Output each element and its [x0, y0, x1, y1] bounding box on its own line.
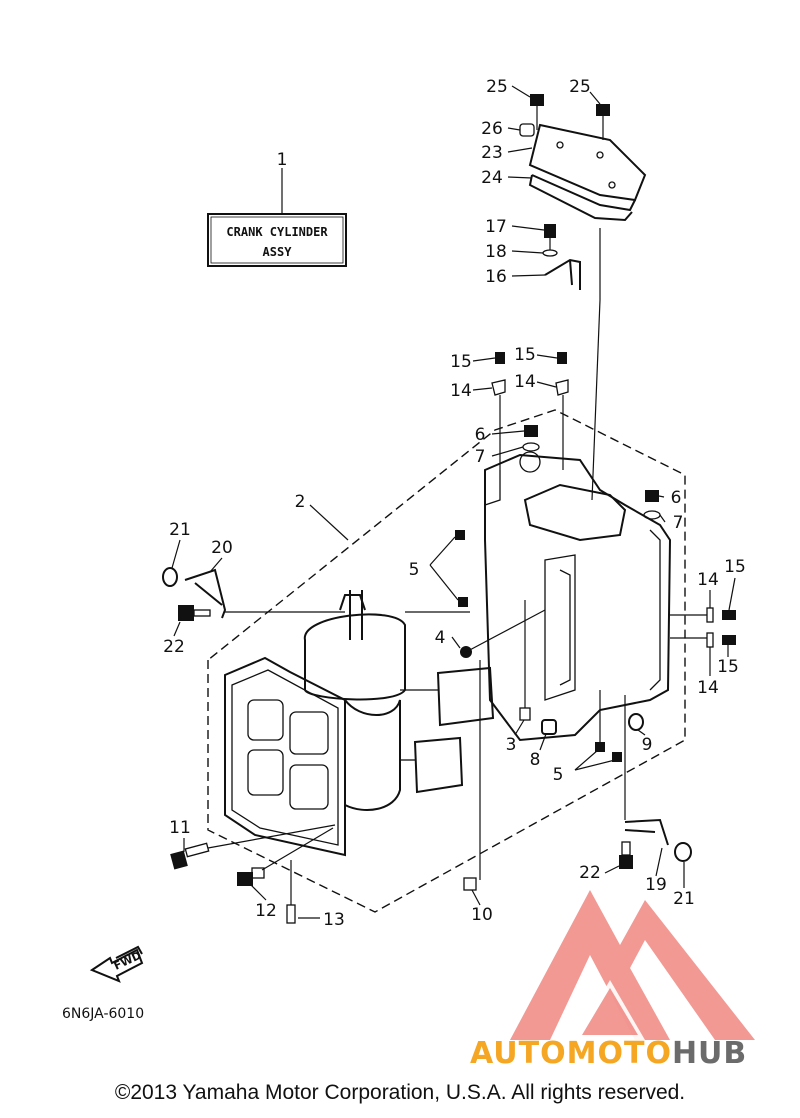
- callout-4: 4: [435, 628, 446, 648]
- callout-20: 20: [211, 538, 233, 558]
- plug-8: [541, 719, 557, 735]
- bracket-14-c: [706, 607, 714, 623]
- callout-26: 26: [481, 119, 503, 139]
- cap-21-left: [162, 567, 178, 587]
- callout-21a: 21: [169, 520, 191, 540]
- plug-6-b: [645, 490, 659, 502]
- callout-3: 3: [506, 735, 517, 755]
- callout-5b: 5: [553, 765, 564, 785]
- callout-10: 10: [471, 905, 493, 925]
- bolt-17: [544, 224, 556, 238]
- assembly-label-box: CRANK CYLINDER ASSY: [207, 168, 347, 267]
- label-box-line1: CRANK CYLINDER: [226, 225, 328, 239]
- washer-7-b: [643, 510, 661, 520]
- callout-16: 16: [485, 267, 507, 287]
- leader-lines: [171, 85, 736, 906]
- callout-numbers: 1 2 3 4 5 5 6 6 7 7 8 9 10 11 12 13 14 1…: [163, 77, 746, 930]
- plug-10: [463, 877, 477, 891]
- callout-7b: 7: [673, 513, 684, 533]
- callout-11: 11: [169, 818, 191, 838]
- fitting-5-a: [455, 530, 465, 540]
- callout-23: 23: [481, 143, 503, 163]
- bolt-11: [170, 842, 210, 870]
- plug-6-a: [524, 425, 538, 437]
- callout-2: 2: [295, 492, 306, 512]
- callout-18: 18: [485, 242, 507, 262]
- bolt-25-left: [530, 94, 544, 130]
- callout-22a: 22: [163, 637, 185, 657]
- cylinder-block: [224, 590, 495, 857]
- callout-8: 8: [530, 750, 541, 770]
- pin-13: [286, 904, 296, 924]
- callout-14b: 14: [514, 372, 536, 392]
- bolt-15-a: [495, 352, 505, 364]
- callout-25b: 25: [569, 77, 591, 97]
- fwd-arrow-icon: FWD: [89, 945, 143, 983]
- callout-15b: 15: [514, 345, 536, 365]
- callout-15a: 15: [450, 352, 472, 372]
- callout-21b: 21: [673, 889, 695, 909]
- bolt-15-b: [557, 352, 567, 364]
- diagram-code: 6N6JA-6010: [62, 1006, 144, 1022]
- callout-22b: 22: [579, 863, 601, 883]
- grommet-26: [519, 123, 535, 137]
- bracket-14-d: [706, 632, 714, 648]
- washer-7-a: [522, 442, 540, 452]
- callout-15c: 15: [724, 557, 746, 577]
- callout-14a: 14: [450, 381, 472, 401]
- callout-14d: 14: [697, 678, 719, 698]
- callout-19: 19: [645, 875, 667, 895]
- callout-24: 24: [481, 168, 503, 188]
- callout-15d: 15: [717, 657, 739, 677]
- fitting-5-c: [595, 742, 605, 752]
- fitting-5-d: [612, 752, 622, 762]
- cap-21-right: [674, 842, 692, 862]
- fitting-5-b: [458, 597, 468, 607]
- bolt-22-right: [619, 841, 633, 869]
- callout-1: 1: [277, 150, 288, 170]
- label-box-line2: ASSY: [263, 245, 293, 259]
- watermark-text-part2: HUB: [671, 1036, 748, 1071]
- plug-9: [628, 713, 644, 731]
- bracket-14-a: [491, 379, 506, 396]
- pipe-19: [624, 818, 669, 846]
- callout-25a: 25: [486, 77, 508, 97]
- pin-3: [519, 707, 531, 721]
- bracket-14-b: [555, 379, 569, 396]
- callout-6a: 6: [475, 425, 486, 445]
- pipe-20: [184, 568, 227, 619]
- callout-6b: 6: [671, 488, 682, 508]
- callout-7a: 7: [475, 447, 486, 467]
- bolt-15-d: [722, 635, 736, 645]
- copyright-notice: ©2013 Yamaha Motor Corporation, U.S.A. A…: [114, 1081, 686, 1104]
- assembly-outline: [207, 409, 686, 913]
- callout-12: 12: [255, 901, 277, 921]
- crankcase: [484, 451, 672, 742]
- bolt-15-c: [722, 610, 736, 620]
- cover-plate: [528, 123, 647, 222]
- callout-9: 9: [642, 735, 653, 755]
- callout-17: 17: [485, 217, 507, 237]
- washer-18: [542, 249, 558, 257]
- callout-5a: 5: [409, 560, 420, 580]
- bolt-12: [237, 867, 265, 886]
- bracket-16: [544, 258, 581, 290]
- bolt-22-left: [178, 605, 211, 621]
- watermark-logo-icon: [510, 890, 755, 1040]
- bolt-25-right: [596, 104, 610, 140]
- callout-13: 13: [323, 910, 345, 930]
- watermark-text: AUTOMOTOHUB: [470, 1036, 747, 1071]
- callout-14c: 14: [697, 570, 719, 590]
- watermark-text-part1: AUTOMOTO: [470, 1036, 672, 1071]
